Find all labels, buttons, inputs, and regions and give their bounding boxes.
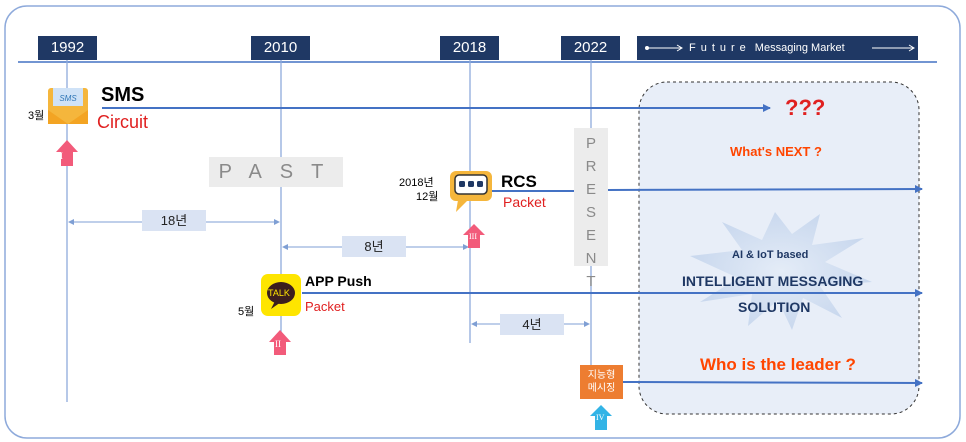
rcs-month: 12월 [416, 191, 439, 203]
marker-i-arrow [56, 140, 78, 166]
ai-iot-label: AI & IoT based [732, 249, 809, 261]
year-label-2010: 2010 [251, 36, 310, 60]
marker-iii-label: III [469, 232, 477, 241]
rcs-arrow-b [607, 185, 923, 194]
future-bar-arrows [645, 44, 915, 52]
marker-i-label: I [60, 151, 63, 161]
kakaotalk-icon [261, 274, 301, 316]
marker-ii-label: II [275, 339, 281, 349]
solution-line-1: INTELLIGENT MESSAGING [682, 273, 864, 289]
kakao-icon-text: TALK [268, 288, 290, 298]
sms-title: SMS [101, 84, 145, 106]
sms-envelope-icon: SMS [48, 88, 88, 124]
marker-ii-arrow [269, 330, 291, 355]
year-label-2022: 2022 [561, 36, 620, 60]
duration-8-years: 8년 [342, 236, 406, 257]
sms-icon-text: SMS [59, 94, 77, 103]
solution-line-2: SOLUTION [738, 299, 811, 315]
past-era-label: PAST [209, 157, 343, 187]
year-label-1992: 1992 [38, 36, 97, 60]
sms-month: 3월 [28, 110, 45, 122]
burst-shape [690, 212, 872, 330]
rcs-type: Packet [503, 194, 546, 210]
intelligent-arrow [622, 378, 923, 387]
rcs-title: RCS [501, 172, 537, 191]
question-marks: ??? [785, 95, 826, 120]
duration-18-years: 18년 [142, 210, 206, 231]
marker-iv-arrow [590, 405, 612, 430]
marker-iv-label: IV [596, 413, 605, 422]
year-label-2018: 2018 [440, 36, 499, 60]
who-is-leader-label: Who is the leader ? [700, 355, 856, 374]
rcs-year: 2018년 [399, 177, 434, 189]
intelligent-messaging-box: 지능형 메시징 [580, 365, 623, 399]
marker-iii-arrow [463, 224, 485, 248]
rcs-chat-icon [450, 171, 492, 212]
app-push-month: 5월 [238, 306, 255, 318]
duration-4-years: 4년 [500, 314, 564, 335]
app-push-type: Packet [305, 299, 345, 314]
app-push-title: APP Push [305, 273, 372, 289]
intelligent-messaging-label: 지능형 메시징 [587, 370, 616, 394]
sms-type: Circuit [97, 112, 149, 132]
whats-next-label: What's NEXT ? [730, 144, 822, 159]
